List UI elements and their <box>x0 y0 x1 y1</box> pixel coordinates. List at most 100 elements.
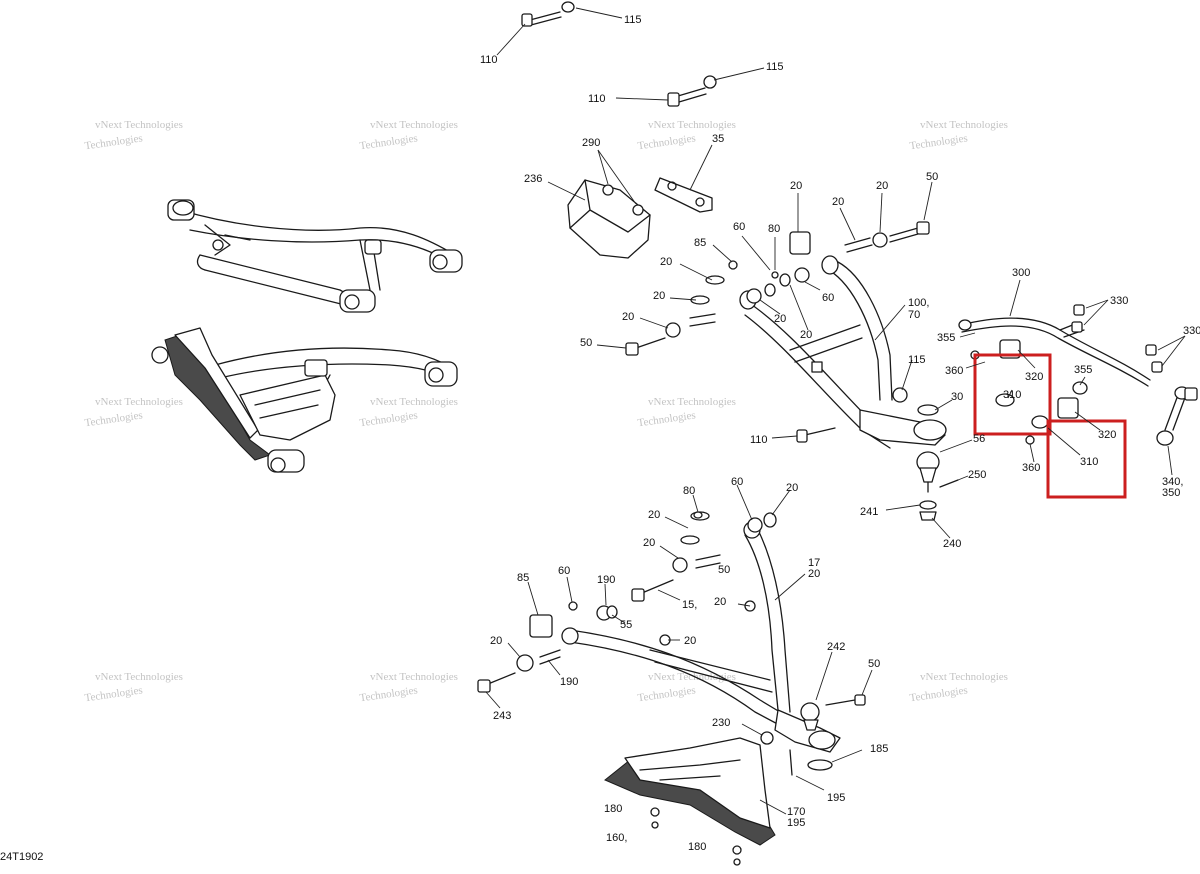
highlight-box-310-lower <box>1046 419 1127 499</box>
callout-label: 190 <box>597 574 615 586</box>
callout-label: 180 <box>688 841 706 853</box>
callout-label: 35 <box>712 133 724 145</box>
callout-label: 241 <box>860 506 878 518</box>
svg-text:Technologies: Technologies <box>359 132 419 152</box>
callout-label: 30 <box>951 391 963 403</box>
callout-label: 195 <box>827 792 845 804</box>
svg-text:Technologies: Technologies <box>909 132 969 152</box>
ball-joint-56 <box>916 451 959 521</box>
watermark: vNext Technologies Technologies <box>84 119 183 152</box>
svg-text:vNext Technologies: vNext Technologies <box>95 671 183 683</box>
callout-label: 20 <box>786 482 798 494</box>
svg-text:Technologies: Technologies <box>359 684 419 704</box>
callout-label: 115 <box>766 61 784 73</box>
leader-lines <box>485 7 1186 815</box>
watermark: vNext Technologies Technologies <box>909 671 1008 704</box>
svg-text:Technologies: Technologies <box>909 684 969 704</box>
callout-label: 60 <box>558 565 570 577</box>
callout-label: 110 <box>750 434 768 446</box>
svg-text:vNext Technologies: vNext Technologies <box>95 396 183 408</box>
svg-text:Technologies: Technologies <box>637 132 697 152</box>
svg-text:vNext Technologies: vNext Technologies <box>920 671 1008 683</box>
callout-label: 55 <box>620 619 632 631</box>
svg-text:vNext Technologies: vNext Technologies <box>648 671 736 683</box>
watermark: vNext Technologies Technologies <box>637 396 736 429</box>
callout-label: 70 <box>908 309 920 321</box>
svg-text:Technologies: Technologies <box>359 409 419 429</box>
callout-labels: 115 110 115 110 290 35 236 20 20 20 50 6… <box>480 14 1200 853</box>
callout-label: 20 <box>490 635 502 647</box>
callout-label: 170 <box>787 806 805 818</box>
callout-label: 20 <box>774 313 786 325</box>
lower-arm-hardware <box>477 511 777 693</box>
watermark: vNext Technologies Technologies <box>637 671 736 704</box>
svg-text:vNext Technologies: vNext Technologies <box>648 119 736 131</box>
callout-label: 340, <box>1162 476 1183 488</box>
watermark: vNext Technologies Technologies <box>84 671 183 704</box>
callout-label: 185 <box>870 743 888 755</box>
callout-label: 100, <box>908 297 929 309</box>
callout-label: 50 <box>926 171 938 183</box>
plate-35 <box>654 177 713 213</box>
callout-label: 20 <box>653 290 665 302</box>
callout-label: 250 <box>968 469 986 481</box>
callout-label: 60 <box>822 292 834 304</box>
highlight-box-310-upper <box>973 353 1052 436</box>
callout-label: 50 <box>868 658 880 670</box>
callout-label: 20 <box>800 329 812 341</box>
svg-text:vNext Technologies: vNext Technologies <box>648 396 736 408</box>
callout-label: 56 <box>973 433 985 445</box>
callout-label: 355 <box>937 332 955 344</box>
svg-text:vNext Technologies: vNext Technologies <box>370 396 458 408</box>
callout-label: 85 <box>694 237 706 249</box>
svg-text:Technologies: Technologies <box>637 409 697 429</box>
stabilizer-bar-300 <box>958 304 1163 445</box>
callout-label: 360 <box>1022 462 1040 474</box>
callout-label: 320 <box>1025 371 1043 383</box>
svg-text:vNext Technologies: vNext Technologies <box>95 119 183 131</box>
assembled-upper-arm-drawing <box>167 199 463 313</box>
callout-label: 60 <box>733 221 745 233</box>
callout-label: 240 <box>943 538 961 550</box>
callout-label: 60 <box>731 476 743 488</box>
callout-label: 20 <box>648 509 660 521</box>
svg-text:Technologies: Technologies <box>84 132 144 152</box>
callout-label: 290 <box>582 137 600 149</box>
callout-label: 20 <box>790 180 802 192</box>
link-340-350 <box>1156 386 1198 446</box>
bolt-110-upper <box>667 75 717 107</box>
callout-label: 310 <box>1080 456 1098 468</box>
callout-label: 320 <box>1098 429 1116 441</box>
callout-label: 355 <box>1074 364 1092 376</box>
callout-label: 20 <box>660 256 672 268</box>
watermark: vNext Technologies Technologies <box>359 671 458 704</box>
callout-label: 20 <box>808 568 820 580</box>
callout-label: 310 <box>1003 389 1021 401</box>
watermark: vNext Technologies Technologies <box>359 119 458 152</box>
callout-label: 350 <box>1162 487 1180 499</box>
callout-label: 15, <box>682 599 697 611</box>
svg-text:Technologies: Technologies <box>84 684 144 704</box>
callout-label: 115 <box>624 14 642 26</box>
callout-label: 360 <box>945 365 963 377</box>
callout-label: 20 <box>622 311 634 323</box>
bolt-110-top <box>521 1 575 27</box>
svg-text:Technologies: Technologies <box>637 684 697 704</box>
callout-label: 300 <box>1012 267 1030 279</box>
bracket-236 <box>567 179 651 259</box>
callout-label: 20 <box>684 635 696 647</box>
callout-label: 243 <box>493 710 511 722</box>
callout-label: 20 <box>876 180 888 192</box>
upper-arm-hardware <box>625 221 939 443</box>
svg-text:vNext Technologies: vNext Technologies <box>920 119 1008 131</box>
watermark: vNext Technologies Technologies <box>909 119 1008 152</box>
callout-label: 20 <box>643 537 655 549</box>
callout-label: 85 <box>517 572 529 584</box>
svg-text:vNext Technologies: vNext Technologies <box>370 119 458 131</box>
callout-label: 195 <box>787 817 805 829</box>
watermark: vNext Technologies Technologies <box>84 396 183 429</box>
callout-label: 17 <box>808 557 820 569</box>
callout-label: 110 <box>480 54 498 66</box>
callout-label: 180 <box>604 803 622 815</box>
